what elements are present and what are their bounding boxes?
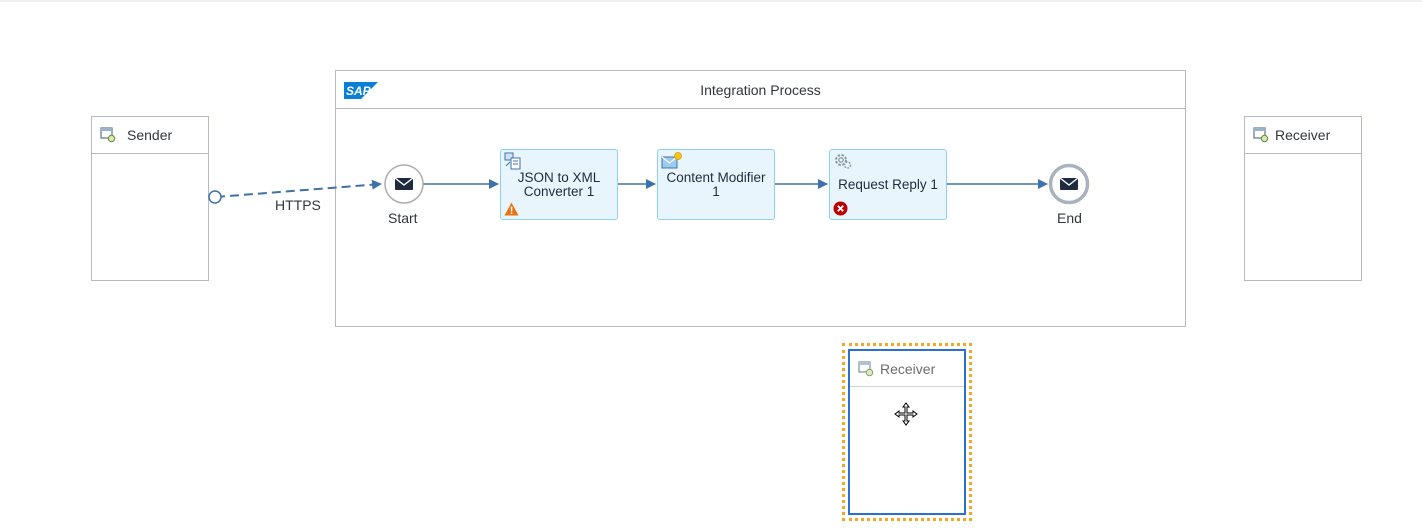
dragged-receiver-participant[interactable]: Receiver [842, 343, 972, 521]
sap-logo: SAP [344, 82, 378, 99]
sender-label: Sender [127, 127, 173, 143]
warning-icon [504, 202, 519, 216]
start-event[interactable] [384, 164, 424, 204]
process-title: Integration Process [700, 81, 821, 98]
selected-receiver-box[interactable]: Receiver [848, 349, 966, 515]
error-icon [833, 201, 848, 216]
connection-endpoint-icon[interactable] [208, 190, 222, 204]
sender-participant[interactable]: Sender [91, 116, 209, 281]
top-divider [0, 0, 1422, 2]
content-modifier-step[interactable]: Content Modifier 1 [657, 149, 775, 220]
end-label: End [1057, 210, 1082, 226]
receiver-participant[interactable]: Receiver [1244, 116, 1362, 281]
step-label: Request Reply 1 [838, 176, 938, 192]
https-connection[interactable] [215, 179, 382, 198]
content-modifier-icon [661, 152, 682, 169]
participant-icon [1253, 127, 1269, 143]
participant-icon [100, 127, 116, 143]
dragged-receiver-header: Receiver [850, 351, 964, 387]
converter-icon [504, 152, 521, 170]
dragged-receiver-label: Receiver [880, 360, 936, 377]
json-to-xml-converter-step[interactable]: JSON to XML Converter 1 [500, 149, 618, 220]
step-label: JSON to XML Converter 1 [517, 169, 601, 199]
receiver-label: Receiver [1275, 127, 1331, 143]
receiver-header: Receiver [1245, 117, 1361, 154]
svg-text:SAP: SAP [346, 84, 372, 98]
participant-icon [858, 360, 874, 376]
request-reply-step[interactable]: Request Reply 1 [829, 149, 947, 220]
sender-header: Sender [92, 117, 208, 154]
step-label: Content Modifier 1 [666, 169, 766, 199]
start-label: Start [388, 210, 418, 226]
process-header: SAP Integration Process [336, 71, 1185, 109]
move-cursor-icon [894, 402, 918, 426]
end-event[interactable] [1048, 163, 1090, 205]
connection-label: HTTPS [275, 197, 321, 213]
gear-icon [835, 154, 852, 169]
